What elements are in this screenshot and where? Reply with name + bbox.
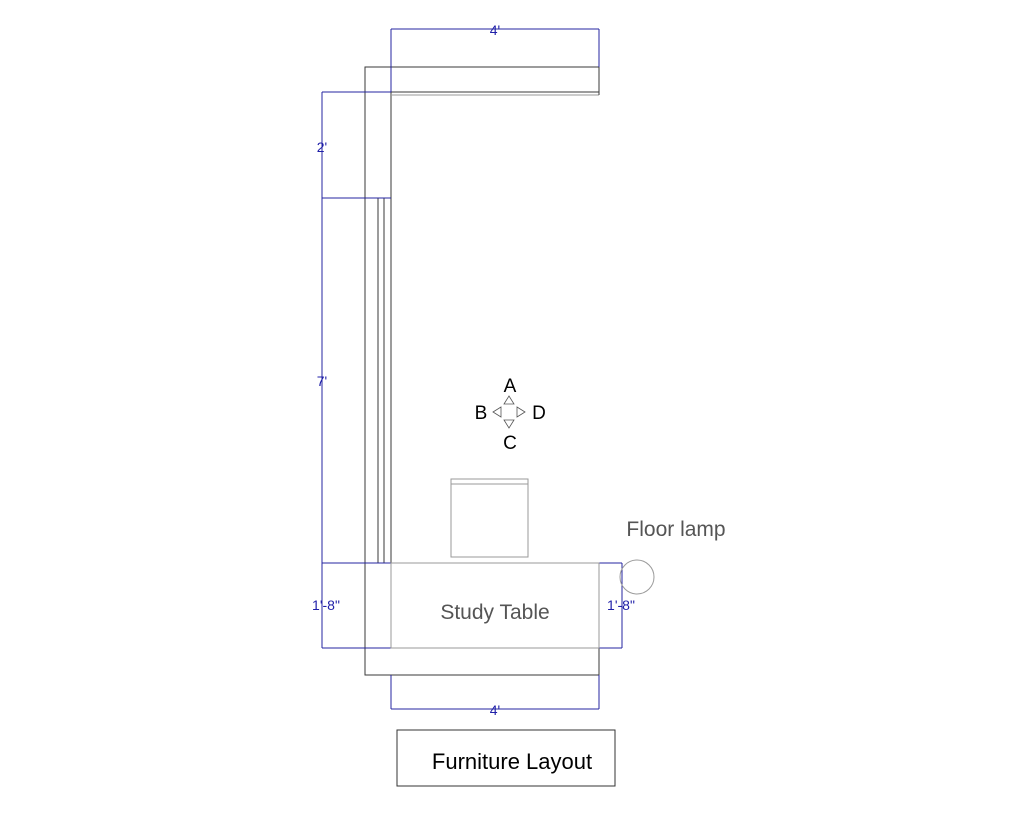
dim-left-upper-label: 2' [317, 139, 327, 155]
floor-lamp: Floor lamp [619, 518, 726, 595]
title-block: Furniture Layout [396, 729, 616, 787]
compass-label-b: B [475, 403, 488, 424]
floor-lamp-shape [619, 559, 655, 595]
arrow-right-icon [516, 406, 526, 418]
dim-bottom-label: 4' [490, 702, 500, 718]
title-box [396, 729, 616, 787]
dim-left-middle-label: 7' [317, 373, 327, 389]
study-table-label: Study Table [440, 601, 549, 624]
dim-top-label: 4' [490, 22, 500, 38]
compass-label-d: D [532, 403, 546, 424]
compass-label-a: A [504, 376, 517, 397]
inner-wall-upper [390, 91, 599, 563]
page-title: Furniture Layout [432, 749, 592, 774]
study-table: Study Table [390, 562, 600, 649]
arrow-up-icon [503, 395, 515, 405]
dim-left-lower-label: 1'-8" [312, 597, 340, 613]
chair [450, 478, 529, 558]
arrow-left-icon [492, 406, 502, 418]
chair-shape [450, 478, 529, 558]
view-compass: A B C D [475, 376, 546, 454]
dim-right-table-label: 1'-8" [607, 597, 635, 613]
dimension-lines [321, 28, 623, 710]
arrow-down-icon [503, 419, 515, 429]
study-table-shape [390, 562, 600, 649]
outer-wall [364, 66, 600, 676]
room-walls [364, 66, 600, 676]
compass-label-c: C [503, 433, 517, 454]
floor-lamp-label: Floor lamp [626, 518, 725, 541]
